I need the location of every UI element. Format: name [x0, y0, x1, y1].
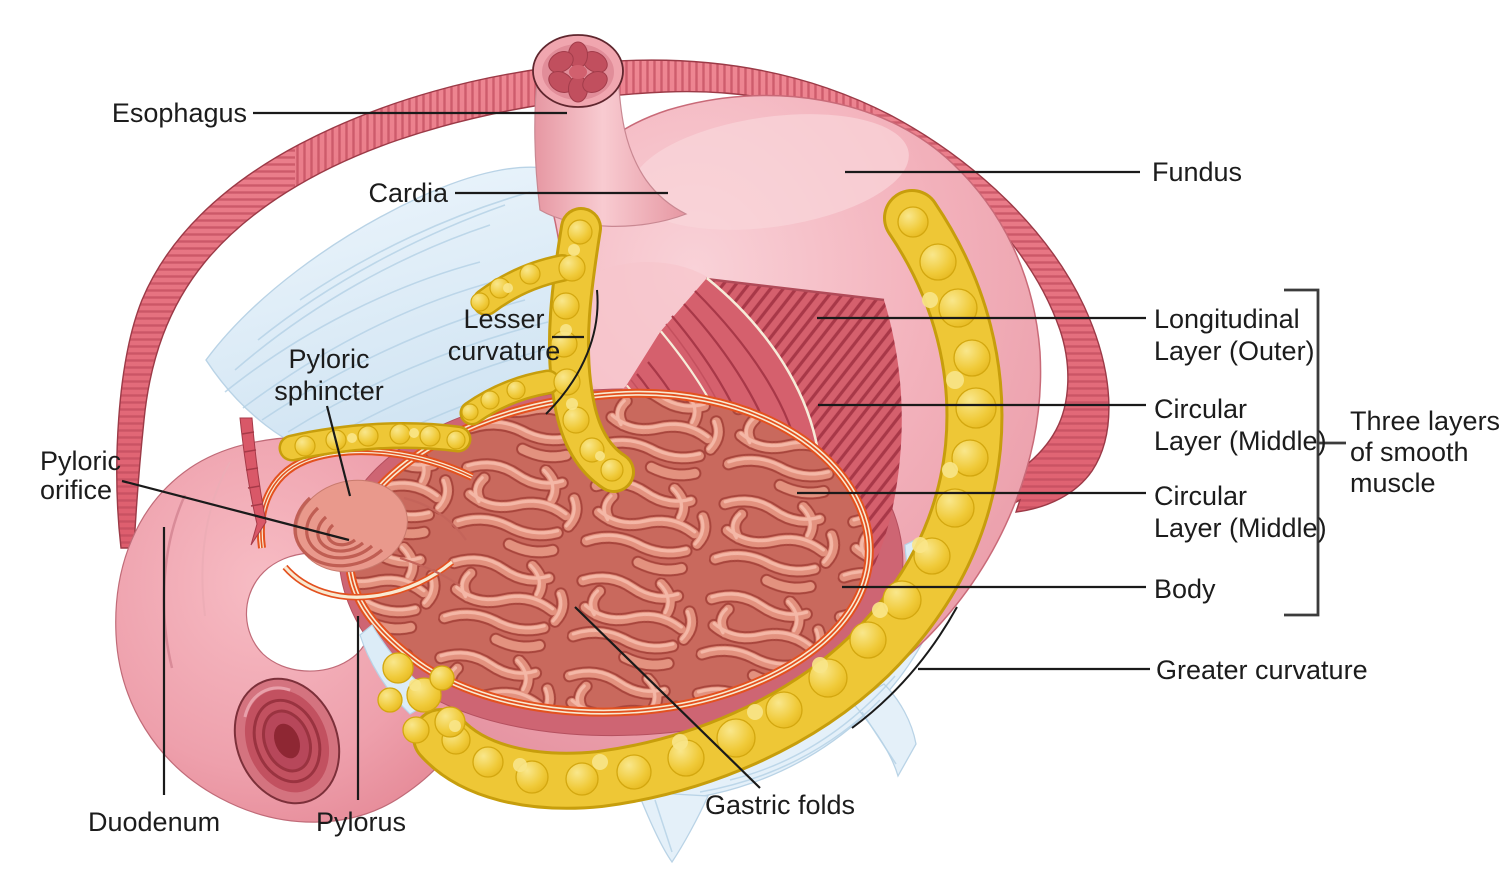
label-gastric-folds: Gastric folds: [705, 790, 855, 820]
svg-text:of smooth: of smooth: [1350, 437, 1469, 467]
label-pyloric-sphincter: Pyloric sphincter: [274, 344, 384, 406]
label-fundus: Fundus: [1152, 157, 1242, 187]
label-body: Body: [1154, 574, 1216, 604]
svg-text:Layer (Middle): Layer (Middle): [1154, 513, 1327, 543]
ribbon-tail: [239, 417, 267, 546]
svg-text:muscle: muscle: [1350, 468, 1436, 498]
svg-text:Lesser: Lesser: [463, 304, 544, 334]
esophagus-tube: [532, 34, 688, 227]
greater-curvature-fat: [377, 189, 1004, 810]
svg-text:Pyloric: Pyloric: [40, 446, 121, 476]
label-smooth-muscle-note: Three layers of smooth muscle: [1350, 406, 1500, 498]
svg-text:Circular: Circular: [1154, 481, 1247, 511]
svg-text:curvature: curvature: [448, 336, 561, 366]
lesser-curvature-fat: [278, 207, 635, 493]
svg-text:Circular: Circular: [1154, 394, 1247, 424]
label-greater-curvature: Greater curvature: [1156, 655, 1368, 685]
label-pyloric-orifice: Pyloric orifice: [40, 446, 121, 505]
label-esophagus: Esophagus: [112, 98, 247, 128]
svg-text:orifice: orifice: [40, 475, 112, 505]
fundus-highlight: [631, 114, 909, 230]
leader-pyloric-sphincter: [325, 405, 352, 497]
svg-text:Longitudinal: Longitudinal: [1154, 304, 1300, 334]
leader-lines: [121, 111, 1346, 800]
svg-text:Layer (Middle): Layer (Middle): [1154, 426, 1327, 456]
leader-pyloric-orifice: [121, 479, 350, 542]
labels: Esophagus Cardia Fundus Lesser curvature…: [40, 98, 1500, 837]
svg-text:Three layers: Three layers: [1350, 406, 1500, 436]
esophagus-cross-section: [532, 34, 624, 108]
svg-text:Layer (Outer): Layer (Outer): [1154, 336, 1315, 366]
duodenum-cut-end: [233, 677, 341, 805]
label-circular-layer-lower: Circular Layer (Middle): [1154, 481, 1327, 543]
svg-text:Pyloric: Pyloric: [288, 344, 369, 374]
label-circular-layer-upper: Circular Layer (Middle): [1154, 394, 1327, 456]
label-pylorus: Pylorus: [316, 807, 406, 837]
arc-lesser-curvature: [545, 289, 599, 415]
label-cardia: Cardia: [368, 178, 449, 208]
label-lesser-curvature: Lesser curvature: [448, 304, 561, 366]
smooth-muscle-bracket: [1284, 288, 1320, 617]
label-duodenum: Duodenum: [88, 807, 220, 837]
label-longitudinal-layer: Longitudinal Layer (Outer): [1154, 304, 1315, 366]
leader-gastric-folds: [574, 606, 761, 789]
arc-greater-curvature: [851, 606, 958, 729]
svg-text:sphincter: sphincter: [274, 376, 384, 406]
